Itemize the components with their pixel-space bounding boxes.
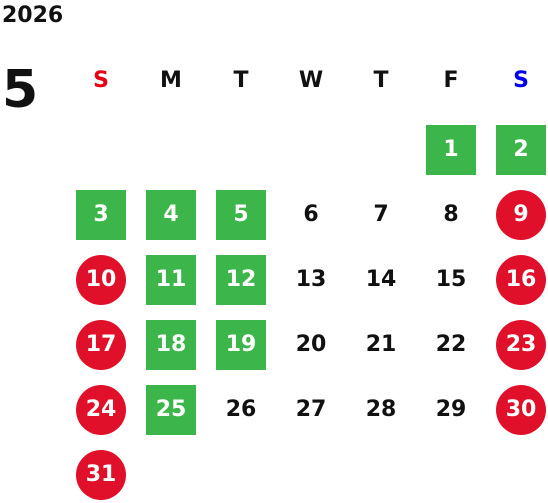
day-18[interactable]: 18 (146, 320, 196, 370)
day-27[interactable]: 27 (295, 397, 327, 422)
day-30[interactable]: 30 (496, 385, 546, 435)
day-31[interactable]: 31 (76, 450, 126, 500)
day-3[interactable]: 3 (76, 190, 126, 240)
day-21[interactable]: 21 (365, 332, 397, 357)
day-26[interactable]: 26 (225, 397, 257, 422)
day-25[interactable]: 25 (146, 385, 196, 435)
day-22[interactable]: 22 (435, 332, 467, 357)
day-1[interactable]: 1 (426, 125, 476, 175)
day-20[interactable]: 20 (295, 332, 327, 357)
weekday-header-6: S (513, 68, 529, 93)
year-label: 2026 (2, 3, 64, 28)
day-17[interactable]: 17 (76, 320, 126, 370)
day-7[interactable]: 7 (373, 202, 389, 227)
day-24[interactable]: 24 (76, 385, 126, 435)
weekday-header-2: T (233, 68, 249, 93)
day-6[interactable]: 6 (303, 202, 319, 227)
day-29[interactable]: 29 (435, 397, 467, 422)
day-5[interactable]: 5 (216, 190, 266, 240)
day-9[interactable]: 9 (496, 190, 546, 240)
weekday-header-0: S (93, 68, 109, 93)
day-15[interactable]: 15 (435, 267, 467, 292)
day-19[interactable]: 19 (216, 320, 266, 370)
month-label: 5 (2, 60, 39, 120)
weekday-header-4: T (373, 68, 389, 93)
day-28[interactable]: 28 (365, 397, 397, 422)
day-10[interactable]: 10 (76, 255, 126, 305)
day-16[interactable]: 16 (496, 255, 546, 305)
day-14[interactable]: 14 (365, 267, 397, 292)
weekday-header-3: W (298, 68, 324, 93)
day-8[interactable]: 8 (443, 202, 459, 227)
weekday-header-1: M (160, 68, 182, 93)
day-23[interactable]: 23 (496, 320, 546, 370)
day-11[interactable]: 11 (146, 255, 196, 305)
day-4[interactable]: 4 (146, 190, 196, 240)
weekday-header-5: F (443, 68, 459, 93)
day-2[interactable]: 2 (496, 125, 546, 175)
day-12[interactable]: 12 (216, 255, 266, 305)
day-13[interactable]: 13 (295, 267, 327, 292)
